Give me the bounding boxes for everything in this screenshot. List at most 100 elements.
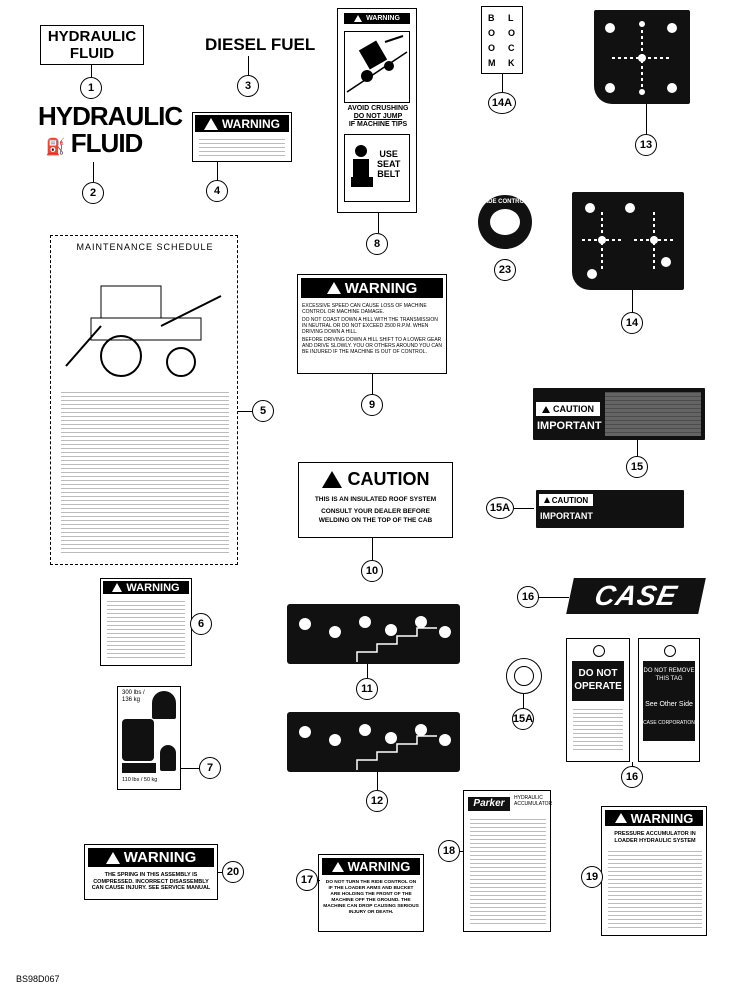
figure-id: BS98D067 [16,974,60,984]
decal-9-p2: DO NOT COAST DOWN A HILL WITH THE TRANSM… [302,317,438,335]
caution-triangle-icon [543,497,550,503]
decal-15-important-label: IMPORTANT [537,420,602,432]
rollover-pictogram [344,31,410,103]
decal-9-p3: BEFORE DRIVING DOWN A HILL SHIFT TO A LO… [302,337,442,355]
callout-13: 13 [635,134,657,156]
decal-13-control-pattern [594,10,690,104]
warning-triangle-icon [105,851,120,864]
callout-10: 10 [361,560,383,582]
decal-10-line2: CONSULT YOUR DEALER BEFORE [321,508,430,515]
decal-8-avoid-crushing: WARNING AVOID CRUSHING DO NOT JUMP IF MA… [337,8,417,213]
warning-triangle-icon [204,117,218,130]
decal-21-header: WARNING [605,810,703,826]
callout-15a: 15A [486,497,514,519]
decal-20-fine-print [470,819,546,927]
decal-14-control-pattern [572,192,684,290]
decal-8-seat3: BELT [377,169,401,179]
decal-10-line1: THIS IS AN INSULATED ROOF SYSTEM [314,496,437,503]
decal-16-case-text: CASE [591,580,681,611]
decal-15-caution-label: CAUTION [553,404,594,414]
caution-triangle-icon [321,470,342,488]
ride-control-label: RIDE CONTROL [482,199,528,205]
tag-back-box: DO NOT REMOVE THIS TAG See Other Side CA… [643,661,695,741]
warning-triangle-icon [326,282,341,294]
decal-8-header: WARNING [344,13,410,24]
callout-12: 12 [366,790,388,812]
decal-10-line3: WELDING ON THE TOP OF THE CAB [318,517,433,524]
decal-21-head: PRESSURE ACCUMULATOR IN LOADER HYDRAULIC… [614,831,696,844]
decal-19-header: WARNING [322,858,420,875]
seat-icon [122,719,154,761]
decal-7-weight-limits: 300 lbs / 136 kg 110 lbs / 50 kg [117,686,181,790]
tag-front-lines [573,709,623,753]
decal-21-warning-label: WARNING [630,810,694,826]
callout-6: 6 [190,613,212,635]
decal-8-text: AVOID CRUSHING DO NOT JUMP IF MACHINE TI… [342,105,414,129]
ride-control-inner [490,209,520,235]
decal-7-brand-bar [122,763,156,773]
decal-18-tag-back: DO NOT REMOVE THIS TAG See Other Side CA… [638,638,700,762]
decal-3-diesel-fuel: DIESEL FUEL [205,35,316,54]
decal-5-title: MAINTENANCE SCHEDULE [76,242,214,252]
decal-23-ride-control: RIDE CONTROL [478,195,532,249]
control-pattern-14-icon [582,203,674,279]
decal-15-caution-important: CAUTION IMPORTANT [533,388,705,440]
decal-20-parker-accumulator: Parker HYDRAULIC ACCUMULATOR [463,790,553,932]
decal-2-line1: HYDRAULIC [38,101,183,131]
seatbelt-icon [351,145,373,187]
decal-15a-important-label: IMPORTANT [540,511,593,521]
decal-15-fine-print [605,392,701,436]
oil-can-icon: ⛽ [45,139,66,156]
decal-9-header: WARNING [301,278,443,298]
callout-11: 11 [356,678,378,700]
decal-8-seatbelt-text: USE SEAT BELT [377,149,400,179]
parker-logo: Parker [468,797,510,811]
lock-letters: L O C K [508,11,515,71]
decal-20-head: HYDRAULIC ACCUMULATOR [514,795,553,807]
decal-15a-caution-label: CAUTION [551,495,589,505]
decal-9-warning-label: WARNING [344,279,418,297]
callout-19: 17 [296,869,318,891]
decal-19-warning-ride-control: WARNING DO NOT TURN THE RIDE CONTROL ON … [318,854,424,932]
tag-front-line1: DO NOT [578,668,618,679]
decal-22-warning-label: WARNING [123,849,197,866]
decal-9-p1: EXCESSIVE SPEED CAN CAUSE LOSS OF MACHIN… [302,303,427,315]
lever-pattern-12-icon [299,724,451,770]
boom-letter-m: M [488,58,496,68]
callout-15: 15 [626,456,648,478]
decal-1-line1: HYDRAULIC [47,28,137,45]
tag-back-line2: THIS TAG [655,676,683,682]
tag-back-line1: DO NOT REMOVE [643,668,695,674]
decal-6-header: WARNING [103,581,189,594]
caution-triangle-icon [542,405,550,413]
decal-22-header: WARNING [88,848,214,867]
decal-9-warning: WARNING EXCESSIVE SPEED CAN CAUSE LOSS O… [297,274,447,374]
callout-8: 8 [366,233,388,255]
decal-2-hydraulic-fluid: HYDRAULIC ⛽ FLUID [38,101,183,161]
seatbelt-pictogram: USE SEAT BELT [344,134,410,202]
decal-4-warning: WARNING [192,112,292,162]
decal-19-warning-label: WARNING [347,859,411,874]
callout-9: 9 [361,394,383,416]
decal-8-seat1: USE [379,149,398,159]
knob-inner [514,666,534,686]
decal-15a-caution-important: CAUTION IMPORTANT [536,490,684,528]
decal-8-line2: DO NOT JUMP [353,113,403,120]
lock-letter-k: K [508,58,515,68]
lock-letter-o: O [508,28,516,38]
decal-9-body: EXCESSIVE SPEED CAN CAUSE LOSS OF MACHIN… [298,301,446,357]
decal-7-bottom: 110 lbs / 50 kg [122,777,158,783]
decal-8-line1: AVOID CRUSHING [347,105,409,112]
callout-23: 23 [494,259,516,281]
tag-front-box: DO NOT OPERATE [572,661,624,701]
tag-hole [593,645,605,657]
decal-10-caution: CAUTION THIS IS AN INSULATED ROOF SYSTEM… [298,462,453,538]
boom-letter-o2: O [488,43,496,53]
callout-3: 3 [237,75,259,97]
backhoe-diagram-icon [65,285,222,377]
callout-18: 16 [621,766,643,788]
decal-5-maintenance-schedule: MAINTENANCE SCHEDULE [50,235,238,565]
boom-letters: B O O M [488,11,496,71]
small-person-icon [160,745,176,771]
decal-16-case-logo: CASE [566,578,706,614]
